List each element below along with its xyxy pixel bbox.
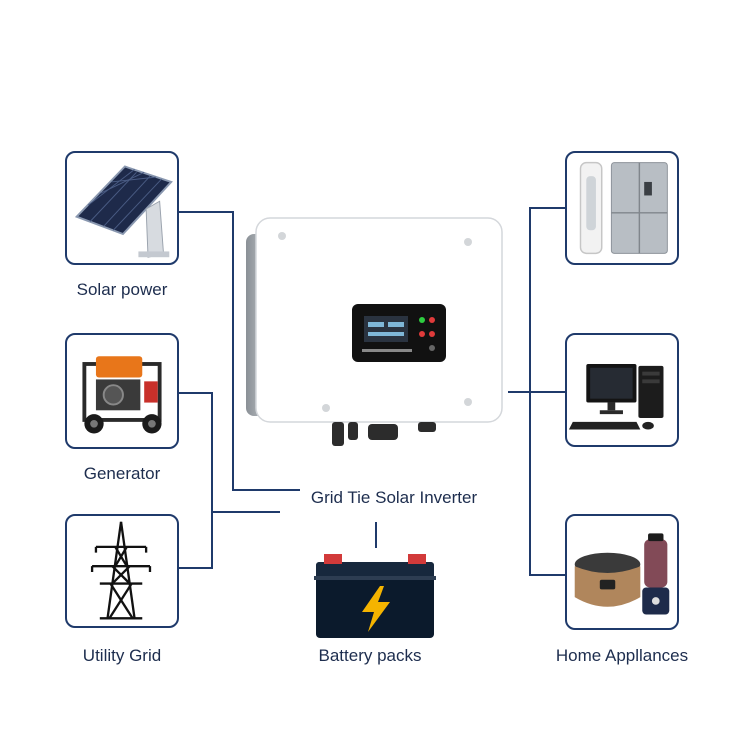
- battery-image: [312, 550, 438, 642]
- generator-card: [65, 333, 179, 449]
- rice-cooker-blender-icon: [574, 533, 670, 615]
- utility-grid-label: Utility Grid: [82, 646, 162, 665]
- inverter-image: [240, 212, 508, 452]
- generator-connector: [178, 392, 213, 569]
- battery-icon: [314, 554, 436, 638]
- air-conditioner-fridge-icon: [579, 161, 668, 255]
- power-tower-icon: [90, 521, 152, 620]
- solar-panel-icon: [74, 165, 173, 258]
- appliance-card-kitchen: [565, 514, 679, 630]
- desktop-computer-icon: [568, 363, 664, 430]
- appliance-card-fridge: [565, 151, 679, 265]
- solar-label: Solar power: [76, 280, 168, 299]
- inverter-icon: [246, 217, 503, 446]
- generator-icon: [82, 356, 162, 434]
- battery-label: Battery packs: [318, 646, 422, 665]
- solar-card: [65, 151, 179, 265]
- inverter-label: Grid Tie Solar Inverter: [310, 488, 478, 507]
- solar-connector: [178, 211, 300, 491]
- utility-grid-card: [65, 514, 179, 628]
- generator-label: Generator: [83, 464, 161, 483]
- appliances-label: Home Appllances: [555, 646, 689, 665]
- appliance-card-computer: [565, 333, 679, 447]
